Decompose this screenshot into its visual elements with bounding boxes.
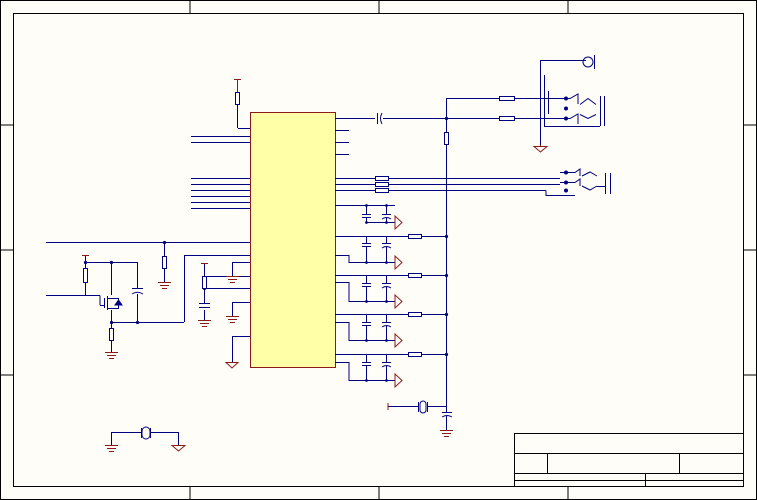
output-stage-2: [335, 236, 446, 263]
output-stage-4: [335, 314, 446, 341]
stage-4-resistor[interactable]: [408, 312, 422, 317]
jack2-contact-dots: [564, 170, 568, 193]
title-block: [514, 433, 744, 487]
output-stage-5-ground: [394, 372, 403, 389]
ferrite-grounds: [105, 445, 187, 452]
power-resistor-4[interactable]: [201, 263, 208, 289]
output-stage-1-ground: [394, 214, 403, 231]
main-ic-body[interactable]: [250, 112, 336, 368]
power-resistor-1[interactable]: [82, 255, 89, 283]
power-resistor-3[interactable]: [109, 328, 114, 341]
output-stage-3: [335, 275, 446, 302]
jack-ground-top: [532, 145, 549, 153]
ground-link-ferrite[interactable]: [111, 426, 179, 445]
microphone-symbol[interactable]: [582, 55, 595, 69]
stage-5-resistor[interactable]: [408, 352, 422, 357]
bus-ground: [387, 403, 453, 437]
bus-junction-dots: [365, 116, 449, 382]
coupling-capacitor[interactable]: [377, 112, 383, 125]
ic-ground-symbols: [224, 276, 240, 369]
output-stage-2-ground: [394, 254, 403, 271]
power-section-wires: [46, 242, 205, 352]
output-stage-3-ground: [394, 293, 403, 310]
mosfet-transistor[interactable]: [99, 295, 123, 311]
bus-decoupling-capacitor[interactable]: [441, 412, 453, 431]
output-stage-5: [335, 354, 446, 381]
stage-2-resistor[interactable]: [408, 234, 422, 239]
ic-left-pin-wires: [46, 105, 250, 362]
power-capacitor-2[interactable]: [199, 303, 210, 308]
top-jack-resistors[interactable]: [499, 96, 515, 121]
series-resistors[interactable]: [375, 176, 389, 193]
power-capacitor[interactable]: [131, 288, 144, 295]
power-section-grounds: [105, 282, 211, 359]
ic-right-pin-wires: [335, 118, 446, 191]
stage-3-resistor[interactable]: [408, 273, 422, 278]
power-resistor-2[interactable]: [162, 256, 167, 269]
lower-jack-wires: [389, 178, 575, 196]
output-stage-4-ground: [394, 332, 403, 349]
pullup-resistor-top[interactable]: [234, 79, 241, 105]
bias-resistor[interactable]: [444, 132, 449, 145]
right-bus-wires: [446, 98, 560, 412]
jack-contact-dots: [564, 96, 568, 121]
